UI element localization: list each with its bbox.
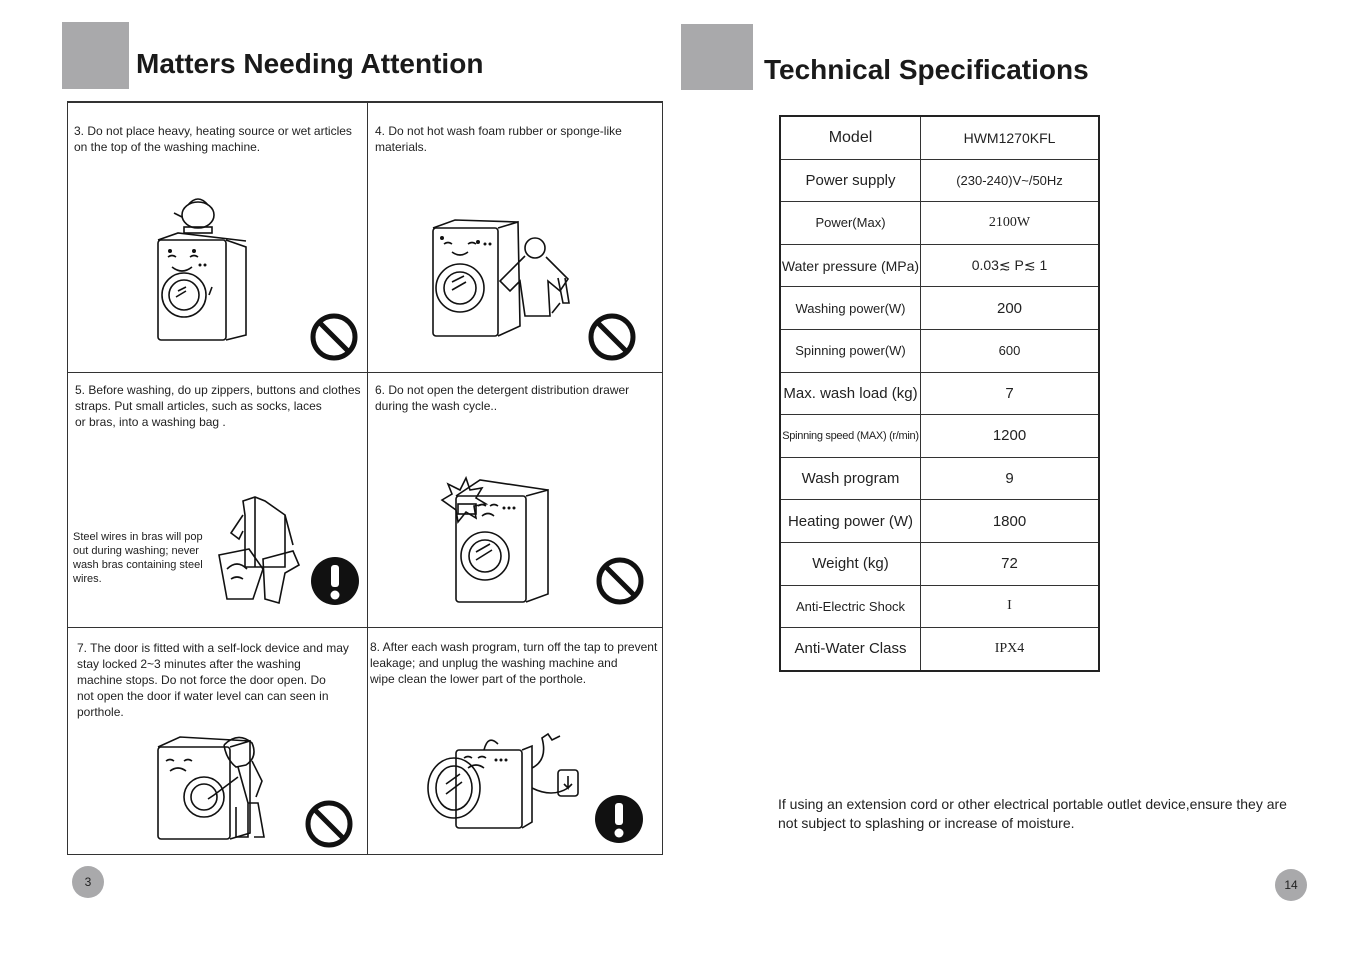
spec-label: Max. wash load (kg): [779, 371, 921, 416]
spec-value: 9: [920, 456, 1100, 501]
page-title-left: Matters Needing Attention: [136, 48, 484, 79]
grid-divider-row1: [68, 372, 662, 373]
spec-label: Washing power(W): [779, 286, 921, 330]
spec-value: I: [920, 584, 1100, 629]
prohibited-sign-icon: [310, 313, 358, 361]
prohibited-sign-icon: [588, 313, 636, 361]
spec-row: Washing power(W)200: [779, 286, 1100, 330]
spec-row: Spinning power(W)600: [779, 328, 1100, 373]
prohibited-sign-icon: [305, 800, 353, 848]
warning-sign-icon: [311, 557, 359, 605]
grid-divider-vertical: [367, 103, 368, 854]
page-number-left: 3: [72, 866, 104, 898]
attention-item-8: 8. After each wash program, turn off the…: [370, 640, 658, 686]
attention-item-4: 4. Do not hot wash foam rubber or sponge…: [375, 124, 622, 154]
spec-value: 1800: [920, 499, 1100, 543]
spec-row: Spinning speed (MAX) (r/min)1200: [779, 414, 1100, 458]
bra-wire-note: Steel wires in bras will pop out during …: [73, 531, 203, 585]
spec-row: Heating power (W)1800: [779, 499, 1100, 543]
attention-item-7: 7. The door is fitted with a self-lock d…: [77, 641, 349, 719]
spec-label: Model: [779, 115, 921, 160]
spec-row: Max. wash load (kg)7: [779, 371, 1100, 416]
person-at-washer-door-icon: [157, 736, 265, 840]
page-number-right: 14: [1275, 869, 1307, 901]
spec-label: Anti-Water Class: [779, 627, 921, 672]
warning-sign-icon: [595, 795, 643, 843]
spec-row: Power supply(230-240)V~/50Hz: [779, 158, 1100, 203]
spec-value: 1200: [920, 414, 1100, 458]
spec-label: Anti-Electric Shock: [779, 584, 921, 629]
attention-item-5: 5. Before washing, do up zippers, button…: [75, 383, 361, 429]
washer-tap-and-plug-icon: [427, 732, 579, 829]
spec-label: Wash program: [779, 456, 921, 501]
attention-item-3: 3. Do not place heavy, heating source or…: [74, 124, 352, 154]
page-title-right: Technical Specifications: [764, 54, 1089, 85]
spec-value: 7: [920, 371, 1100, 416]
spec-value: HWM1270KFL: [920, 115, 1100, 160]
attention-grid: 3. Do not place heavy, heating source or…: [67, 101, 663, 855]
spec-label: Heating power (W): [779, 499, 921, 543]
spec-label: Spinning speed (MAX) (r/min): [779, 414, 921, 458]
washer-with-clothes-icon: [432, 219, 570, 337]
attention-item-6: 6. Do not open the detergent distributio…: [375, 383, 630, 413]
spec-value: 72: [920, 541, 1100, 586]
spec-label: Weight (kg): [779, 541, 921, 586]
spec-label: Spinning power(W): [779, 328, 921, 373]
header-gray-block-right: [681, 24, 753, 90]
spec-value: (230-240)V~/50Hz: [920, 158, 1100, 203]
prohibited-sign-icon: [596, 557, 644, 605]
spec-row: Water pressure (MPa)0.03≲ P≲ 1: [779, 243, 1100, 288]
washer-with-open-drawer-icon: [440, 476, 549, 603]
header-gray-block-left: [62, 22, 129, 89]
spec-row: Weight (kg)72: [779, 541, 1100, 586]
grid-divider-row2: [68, 627, 662, 628]
spec-row: Power(Max)2100W: [779, 201, 1100, 245]
spec-value: 600: [920, 328, 1100, 373]
spec-label: Water pressure (MPa): [779, 243, 921, 288]
spec-value: IPX4: [920, 627, 1100, 672]
washer-with-kettle-icon: [157, 198, 247, 341]
spec-value: 2100W: [920, 201, 1100, 245]
spec-label: Power supply: [779, 158, 921, 203]
spec-value: 200: [920, 286, 1100, 330]
safety-footnote: If using an extension cord or other elec…: [778, 796, 1287, 831]
clothes-and-washing-bag-icon: [218, 496, 301, 605]
spec-value: 0.03≲ P≲ 1: [920, 243, 1100, 288]
spec-label: Power(Max): [779, 201, 921, 245]
